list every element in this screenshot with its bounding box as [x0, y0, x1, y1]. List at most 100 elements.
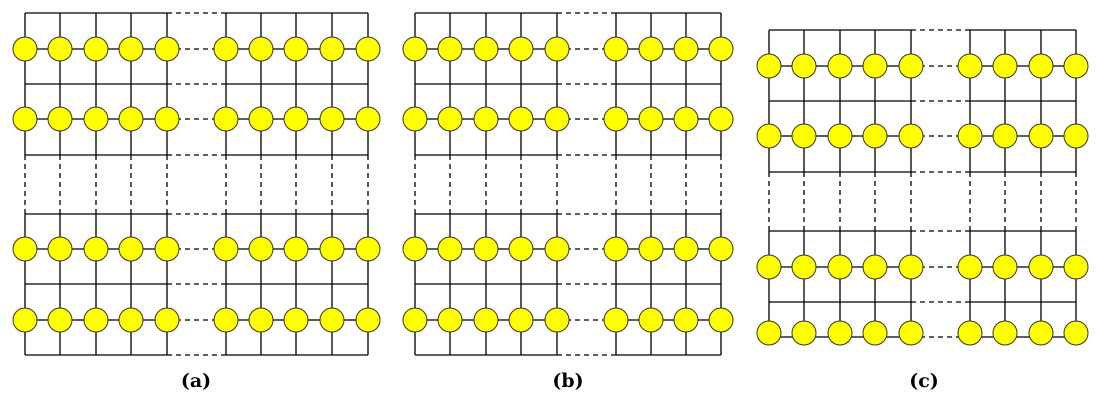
node — [673, 307, 699, 333]
node — [47, 36, 73, 62]
panel-c — [756, 29, 1089, 346]
node — [708, 106, 734, 132]
node — [1028, 123, 1054, 149]
node — [213, 307, 239, 333]
node — [827, 320, 853, 346]
node — [319, 36, 345, 62]
node — [437, 307, 463, 333]
node — [437, 36, 463, 62]
node — [1028, 320, 1054, 346]
node — [47, 236, 73, 262]
node — [1063, 53, 1089, 79]
node — [898, 254, 924, 280]
node — [213, 106, 239, 132]
node — [283, 106, 309, 132]
node — [992, 53, 1018, 79]
node — [12, 307, 38, 333]
node — [154, 106, 180, 132]
node — [319, 236, 345, 262]
node — [473, 307, 499, 333]
node — [437, 106, 463, 132]
node — [118, 36, 144, 62]
node — [12, 36, 38, 62]
node — [898, 53, 924, 79]
node — [319, 106, 345, 132]
panel-label-a: (a) — [180, 370, 212, 392]
node — [544, 307, 570, 333]
node — [1063, 320, 1089, 346]
node — [756, 320, 782, 346]
node — [603, 106, 629, 132]
node — [957, 320, 983, 346]
node — [154, 36, 180, 62]
node — [791, 123, 817, 149]
node — [283, 236, 309, 262]
panel-label-c: (c) — [909, 370, 939, 392]
node — [47, 307, 73, 333]
node — [862, 320, 888, 346]
node — [248, 236, 274, 262]
node — [83, 307, 109, 333]
node — [248, 36, 274, 62]
node — [673, 36, 699, 62]
node — [355, 236, 381, 262]
node — [827, 123, 853, 149]
node — [508, 36, 534, 62]
node — [402, 36, 428, 62]
panel-b — [402, 12, 734, 356]
node — [154, 307, 180, 333]
node — [756, 123, 782, 149]
node — [603, 36, 629, 62]
node — [213, 36, 239, 62]
node — [355, 106, 381, 132]
node — [957, 53, 983, 79]
node — [508, 236, 534, 262]
node — [508, 307, 534, 333]
node — [1063, 123, 1089, 149]
node — [1028, 53, 1054, 79]
node — [118, 106, 144, 132]
node — [355, 36, 381, 62]
node — [957, 254, 983, 280]
node — [992, 320, 1018, 346]
panel-a — [12, 12, 381, 356]
node — [638, 236, 664, 262]
node — [992, 254, 1018, 280]
panel-label-b: (b) — [552, 370, 584, 392]
node — [992, 123, 1018, 149]
node — [638, 307, 664, 333]
node — [12, 106, 38, 132]
node — [756, 254, 782, 280]
node — [544, 106, 570, 132]
node — [898, 320, 924, 346]
node — [402, 307, 428, 333]
node — [673, 106, 699, 132]
node — [473, 106, 499, 132]
node — [402, 236, 428, 262]
node — [248, 106, 274, 132]
node — [355, 307, 381, 333]
node — [638, 36, 664, 62]
node — [118, 307, 144, 333]
node — [83, 36, 109, 62]
node — [544, 36, 570, 62]
node — [898, 123, 924, 149]
node — [213, 236, 239, 262]
node — [248, 307, 274, 333]
node — [862, 254, 888, 280]
node — [862, 123, 888, 149]
node — [603, 307, 629, 333]
node — [118, 236, 144, 262]
node — [638, 106, 664, 132]
node — [544, 236, 570, 262]
node — [1028, 254, 1054, 280]
node — [673, 236, 699, 262]
node — [283, 307, 309, 333]
node — [83, 106, 109, 132]
node — [957, 123, 983, 149]
node — [862, 53, 888, 79]
node — [603, 236, 629, 262]
node — [756, 53, 782, 79]
node — [1063, 254, 1089, 280]
